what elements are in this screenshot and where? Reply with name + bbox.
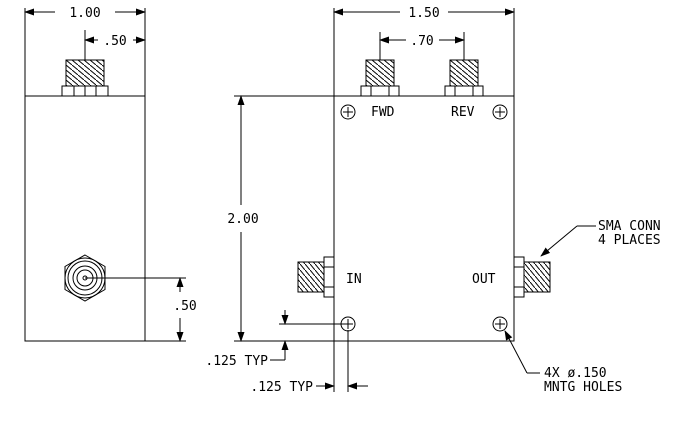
mounting-hole-top-right — [492, 104, 508, 120]
dim-height: 2.00 — [227, 212, 258, 227]
mounting-hole-top-left — [340, 104, 356, 120]
side-view — [24, 8, 186, 342]
port-label-fwd: FWD — [371, 105, 395, 120]
note-holes-line1: 4X ø.150 — [544, 366, 607, 381]
rev-connector — [444, 59, 484, 97]
port-label-out: OUT — [472, 272, 496, 287]
dim-hole-offset-vertical: .125 TYP — [205, 354, 268, 369]
port-label-rev: REV — [451, 105, 475, 120]
note-sma-line1: SMA CONN — [598, 219, 661, 234]
side-body — [24, 95, 146, 342]
dim-side-width: 1.00 — [69, 6, 100, 21]
dim-connector-spacing: .70 — [410, 34, 433, 49]
dim-side-connector-offset: .50 — [103, 34, 126, 49]
side-top-connector — [61, 59, 109, 97]
dim-side-connector-height: .50 — [173, 299, 196, 314]
note-sma-line2: 4 PLACES — [598, 233, 661, 248]
dim-front-width: 1.50 — [408, 6, 439, 21]
in-connector — [297, 256, 335, 298]
dim-hole-offset-horizontal: .125 TYP — [250, 380, 313, 395]
note-holes-line2: MNTG HOLES — [544, 380, 622, 395]
port-label-in: IN — [346, 272, 362, 287]
mounting-hole-bottom-right — [492, 316, 508, 332]
fwd-connector — [360, 59, 400, 97]
front-body — [333, 95, 515, 342]
out-connector — [513, 256, 551, 298]
front-view — [234, 8, 596, 392]
